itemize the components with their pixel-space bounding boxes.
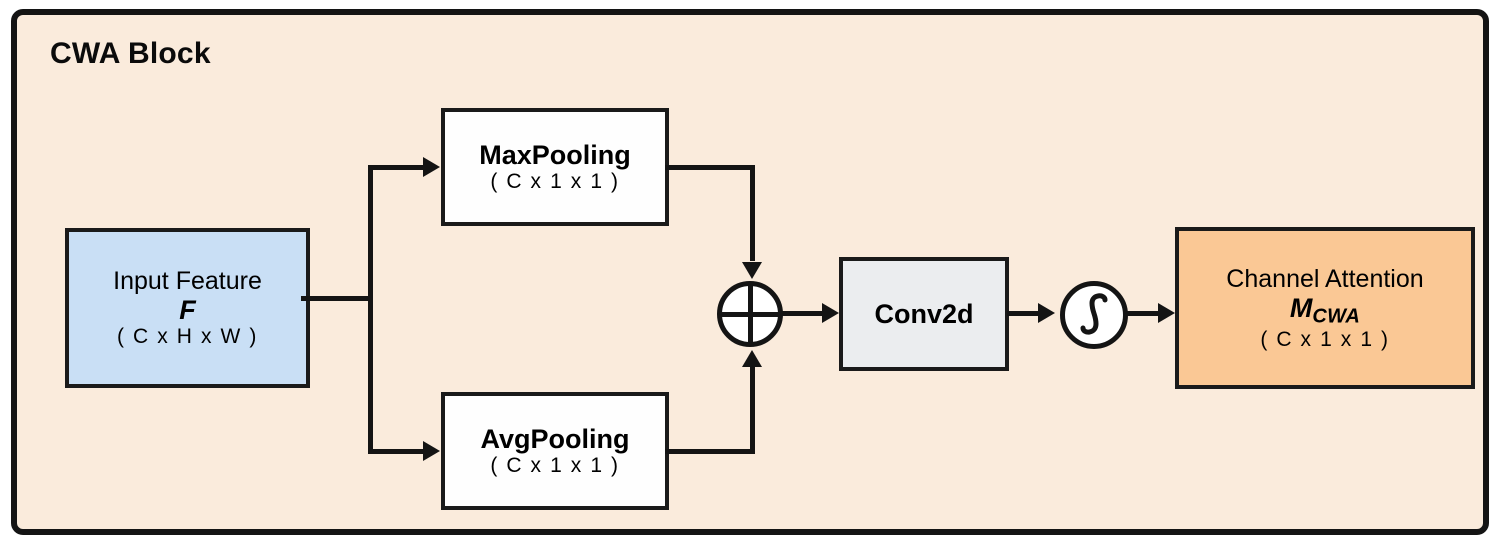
arrow-into-sigmoid: [1038, 303, 1055, 323]
cwa-block-panel: CWA Block Input Feature F ( C x H x W ) …: [11, 9, 1489, 535]
elementwise-sum-icon: [717, 281, 783, 347]
arrow-into-maxpool: [423, 157, 440, 177]
edge-split-to-avgpool: [368, 449, 426, 454]
input-feature-symbol: F: [179, 295, 196, 326]
symbol-subscript: CWA: [1312, 305, 1361, 328]
channel-attention-label: Channel Attention: [1226, 264, 1424, 293]
edge-maxpool-to-merge: [665, 165, 755, 170]
sigmoid-icon: [1060, 281, 1128, 349]
arrow-into-channel-attention: [1158, 303, 1175, 323]
avgpooling-dims: ( C x 1 x 1 ): [490, 454, 620, 478]
arrow-into-sum-top: [742, 262, 762, 279]
input-feature-dims: ( C x H x W ): [117, 325, 258, 349]
input-feature-label: Input Feature: [113, 267, 262, 296]
channel-attention-box[interactable]: Channel Attention MCWA ( C x 1 x 1 ): [1175, 227, 1475, 389]
channel-attention-dims: ( C x 1 x 1 ): [1260, 327, 1390, 351]
avgpooling-box[interactable]: AvgPooling ( C x 1 x 1 ): [441, 392, 669, 510]
avgpooling-label: AvgPooling: [480, 424, 630, 455]
input-feature-box[interactable]: Input Feature F ( C x H x W ): [65, 228, 310, 388]
arrow-into-conv2d: [822, 303, 839, 323]
conv2d-label: Conv2d: [874, 298, 974, 329]
arrow-into-sum-bottom: [742, 350, 762, 367]
maxpooling-dims: ( C x 1 x 1 ): [490, 170, 620, 194]
symbol-base: M: [1289, 292, 1313, 323]
arrow-into-avgpool: [423, 441, 440, 461]
sum-cross-vertical: [748, 285, 753, 343]
edge-sigmoid-to-output: [1127, 311, 1160, 316]
channel-attention-symbol: MCWA: [1290, 293, 1360, 328]
edge-conv2d-to-sigmoid: [1007, 311, 1039, 316]
page-title: CWA Block: [50, 37, 211, 70]
edge-merge-down-bus: [750, 165, 755, 261]
edge-sum-to-conv2d: [781, 311, 825, 316]
edge-split-to-maxpool: [368, 165, 426, 170]
conv2d-box[interactable]: Conv2d: [839, 257, 1009, 371]
edge-avgpool-to-merge: [665, 449, 755, 454]
maxpooling-box[interactable]: MaxPooling ( C x 1 x 1 ): [441, 108, 669, 226]
maxpooling-label: MaxPooling: [479, 140, 631, 171]
edge-split-bus: [368, 167, 373, 452]
edge-input-to-split: [301, 296, 373, 301]
edge-merge-up-bus: [750, 367, 755, 454]
